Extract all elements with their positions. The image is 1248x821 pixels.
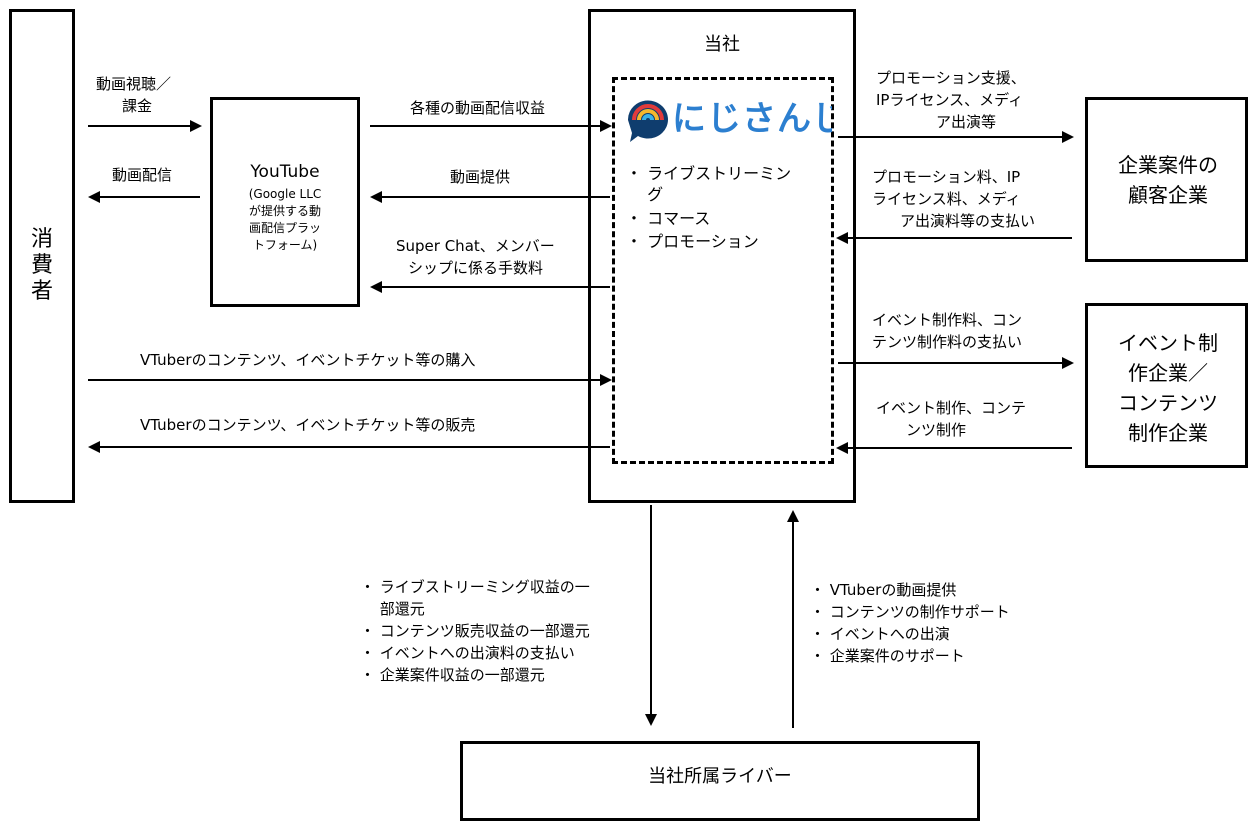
clients-box: 企業案件の 顧客企業: [1085, 97, 1248, 262]
label-superchat-2: シップに係る手数料: [408, 259, 544, 277]
label-to-clients-1: プロモーション支援、: [876, 69, 1026, 87]
clients-line-2: 顧客企業: [1128, 183, 1208, 207]
producers-box: イベント制 作企業／ コンテンツ 制作企業: [1085, 303, 1248, 468]
company-service-frame: [612, 77, 834, 464]
youtube-desc-1: (Google LLC: [248, 187, 322, 201]
service-3: ・ プロモーション: [626, 232, 759, 251]
label-to-producers-1: イベント制作料、コン: [872, 311, 1023, 329]
label-to-clients-3: ア出演等: [936, 113, 997, 131]
label-from-producers-1: イベント制作、コンテ: [876, 399, 1027, 417]
label-from-clients-1: プロモーション料、IP: [872, 168, 1021, 186]
label-consumer-purchase: VTuberのコンテンツ、イベントチケット等の購入: [140, 351, 476, 369]
label-to-livers-4: ・ イベントへの出演料の支払い: [360, 644, 575, 662]
livers-box: 当社所属ライバー: [460, 741, 980, 821]
label-to-livers-1: ・ ライブストリーミング収益の一: [360, 578, 590, 596]
label-youtube-to-consumer: 動画配信: [112, 166, 173, 184]
youtube-desc-3: 画配信プラッ: [248, 221, 321, 235]
service-1b: グ: [626, 185, 664, 204]
label-superchat-1: Super Chat、メンバー: [396, 237, 555, 255]
youtube-desc-4: トフォーム): [252, 238, 318, 252]
service-2: ・ コマース: [626, 209, 711, 228]
label-from-producers-2: ンツ制作: [906, 421, 967, 439]
logo-text: にじさんじ: [672, 99, 832, 139]
label-company-sale: VTuberのコンテンツ、イベントチケット等の販売: [140, 416, 476, 434]
label-youtube-to-company: 各種の動画配信収益: [410, 99, 546, 117]
livers-label: 当社所属ライバー: [648, 766, 792, 787]
label-from-livers-2: ・ コンテンツの制作サポート: [810, 603, 1010, 621]
label-from-livers-3: ・ イベントへの出演: [810, 625, 950, 643]
youtube-title: YouTube: [250, 162, 320, 182]
label-to-producers-2: テンツ制作料の支払い: [872, 333, 1023, 351]
speech-bubble-logo-icon: にじさんじ: [627, 99, 846, 142]
label-to-livers-2: 部還元: [360, 600, 425, 618]
label-from-clients-3: ア出演料等の支払い: [900, 212, 1036, 230]
label-to-livers-5: ・ 企業案件収益の一部還元: [360, 666, 545, 684]
consumer-label: 消費者: [30, 227, 53, 304]
service-1: ・ ライブストリーミン: [626, 164, 792, 183]
company-title: 当社: [704, 34, 740, 55]
nijisanji-logo: にじさんじ: [622, 92, 846, 142]
producers-line-3: コンテンツ: [1118, 391, 1218, 415]
label-from-livers-4: ・ 企業案件のサポート: [810, 647, 965, 665]
youtube-desc-2: が提供する動: [248, 204, 321, 218]
youtube-box: YouTube (Google LLC が提供する動 画配信プラッ トフォーム): [210, 97, 360, 307]
label-consumer-to-youtube-2: 課金: [122, 97, 153, 115]
label-to-livers-3: ・ コンテンツ販売収益の一部還元: [360, 622, 590, 640]
label-to-clients-2: IPライセンス、メディ: [876, 91, 1024, 109]
producers-line-4: 制作企業: [1128, 421, 1208, 445]
consumer-box: 消費者: [9, 9, 75, 503]
producers-line-2: 作企業／: [1128, 361, 1208, 385]
company-box: 当社: [588, 9, 856, 503]
label-from-livers-1: ・ VTuberの動画提供: [810, 581, 957, 599]
label-company-to-youtube: 動画提供: [450, 168, 511, 186]
clients-line-1: 企業案件の: [1118, 153, 1218, 177]
label-consumer-to-youtube-1: 動画視聴／: [96, 75, 172, 93]
producers-line-1: イベント制: [1118, 331, 1218, 355]
label-from-clients-2: ライセンス料、メディ: [872, 190, 1021, 208]
